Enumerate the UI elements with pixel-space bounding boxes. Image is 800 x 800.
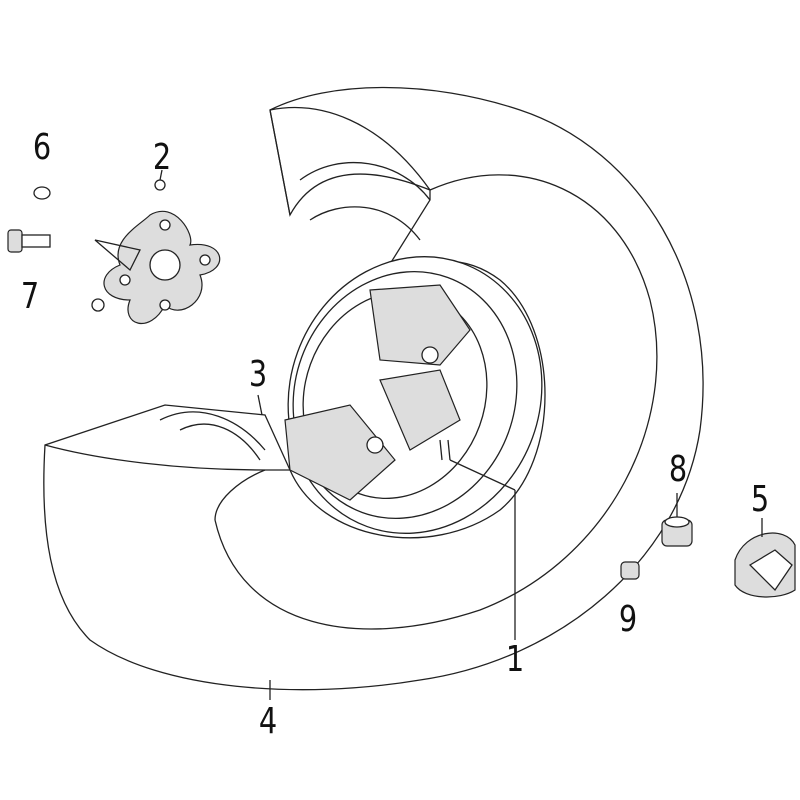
- rim-drawing: [284, 256, 543, 640]
- part-label-8: 8: [668, 449, 688, 490]
- bolt-drawing: [7, 229, 51, 253]
- part-label-1: 1: [505, 639, 525, 680]
- hub-drawing: [91, 169, 221, 324]
- part-label-9: 9: [618, 599, 638, 640]
- part-label-4: 4: [258, 701, 278, 742]
- part-label-7: 7: [20, 276, 40, 317]
- part-label-3: 3: [248, 354, 268, 395]
- large-nut-drawing: [661, 493, 693, 547]
- washer-drawing: [33, 186, 51, 200]
- part-label-5: 5: [750, 479, 770, 520]
- small-nut-drawing: [620, 561, 640, 580]
- tire-drawing: [43, 86, 704, 691]
- part-label-6: 6: [32, 127, 52, 168]
- hub-cap-drawing: [734, 518, 796, 598]
- part-label-2: 2: [152, 137, 172, 178]
